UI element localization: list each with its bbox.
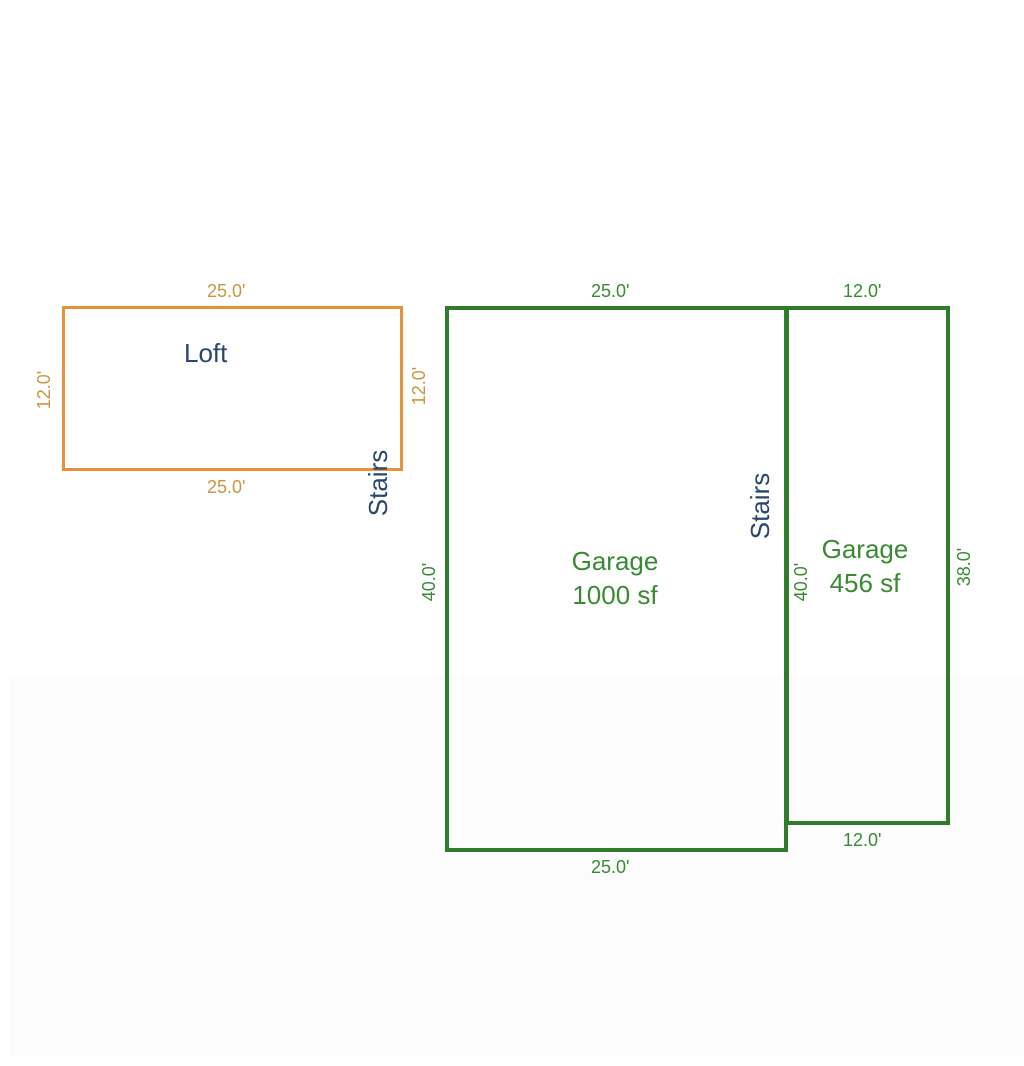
- loft-stairs-label: Stairs: [363, 449, 393, 517]
- loft-bottom-dimension: 25.0': [207, 477, 246, 497]
- garage-main-bottom-dimension: 25.0': [591, 857, 630, 877]
- loft-right-dimension: 12.0': [409, 366, 429, 406]
- loft-top-dimension: 25.0': [207, 281, 246, 301]
- loft-room-label: Loft: [184, 338, 228, 368]
- garage-side-area: 456 sf: [829, 567, 901, 598]
- garage-side-outline: [785, 306, 950, 825]
- loft-left-dimension: 12.0': [34, 370, 54, 410]
- garage-main-name: Garage: [571, 546, 659, 576]
- garage-main-area: 1000 sf: [572, 579, 658, 610]
- garage-side-top-dimension: 12.0': [843, 281, 882, 301]
- garage-side-bottom-dimension: 12.0': [843, 830, 882, 850]
- garage-main-top-dimension: 25.0': [591, 281, 630, 301]
- garage-main-left-dimension: 40.0': [419, 562, 439, 602]
- background-shade: [10, 676, 1024, 1056]
- garage-stairs-label: Stairs: [745, 472, 775, 540]
- garage-side-name: Garage: [821, 534, 909, 564]
- loft-room-outline: [62, 306, 403, 471]
- garage-side-label: Garage 456 sf: [800, 533, 930, 601]
- garage-main-label: Garage 1000 sf: [545, 545, 685, 613]
- garage-side-right-dimension: 38.0': [954, 547, 974, 587]
